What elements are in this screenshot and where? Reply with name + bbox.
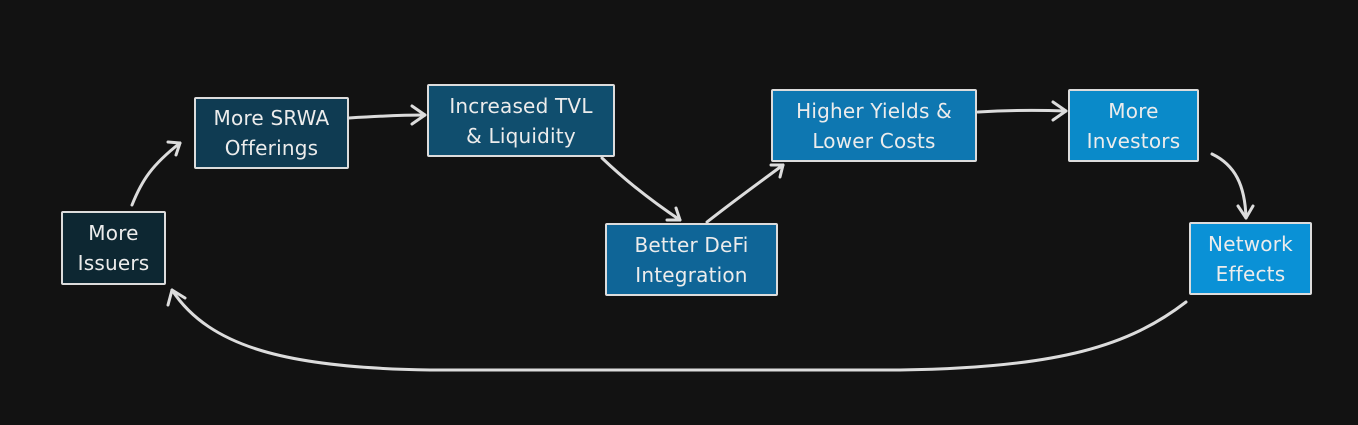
arrowhead-investors	[1051, 100, 1068, 122]
edge-investors-to-network	[1210, 152, 1248, 220]
edge-yields-to-investors	[976, 108, 1068, 114]
arrowhead-defi	[665, 206, 682, 222]
arrowhead-issuers	[166, 288, 187, 307]
node-label: More Issuers	[77, 221, 150, 275]
node-label: Network Effects	[1208, 231, 1293, 286]
arrowhead-network	[1236, 204, 1255, 220]
edge-srwa-to-tvl	[347, 113, 427, 120]
node-label: Increased TVL & Liquidity	[449, 93, 593, 148]
node-label: More SRWA Offerings	[213, 106, 330, 160]
arrowhead-yields	[769, 163, 785, 179]
node-label: Higher Yields & Lower Costs	[796, 98, 952, 153]
arrowhead-srwa	[166, 140, 182, 157]
edge-issuers-to-srwa	[130, 141, 182, 207]
node-increased-tvl-liquidity[interactable]: Increased TVL & Liquidity	[427, 84, 615, 157]
node-more-srwa-offerings[interactable]: More SRWA Offerings	[194, 97, 349, 169]
node-label: Better DeFi Integration	[634, 232, 749, 287]
node-label: More Investors	[1086, 98, 1181, 153]
node-higher-yields-lower-costs[interactable]: Higher Yields & Lower Costs	[771, 89, 977, 162]
node-network-effects[interactable]: Network Effects	[1189, 222, 1312, 295]
node-more-investors[interactable]: More Investors	[1068, 89, 1199, 162]
node-better-defi-integration[interactable]: Better DeFi Integration	[605, 223, 778, 296]
edge-tvl-to-defi	[600, 156, 682, 222]
arrowhead-tvl	[410, 104, 427, 126]
edge-defi-to-yields	[705, 163, 785, 224]
edge-network-to-issuers	[170, 288, 1188, 372]
node-more-issuers[interactable]: More Issuers	[61, 211, 166, 285]
